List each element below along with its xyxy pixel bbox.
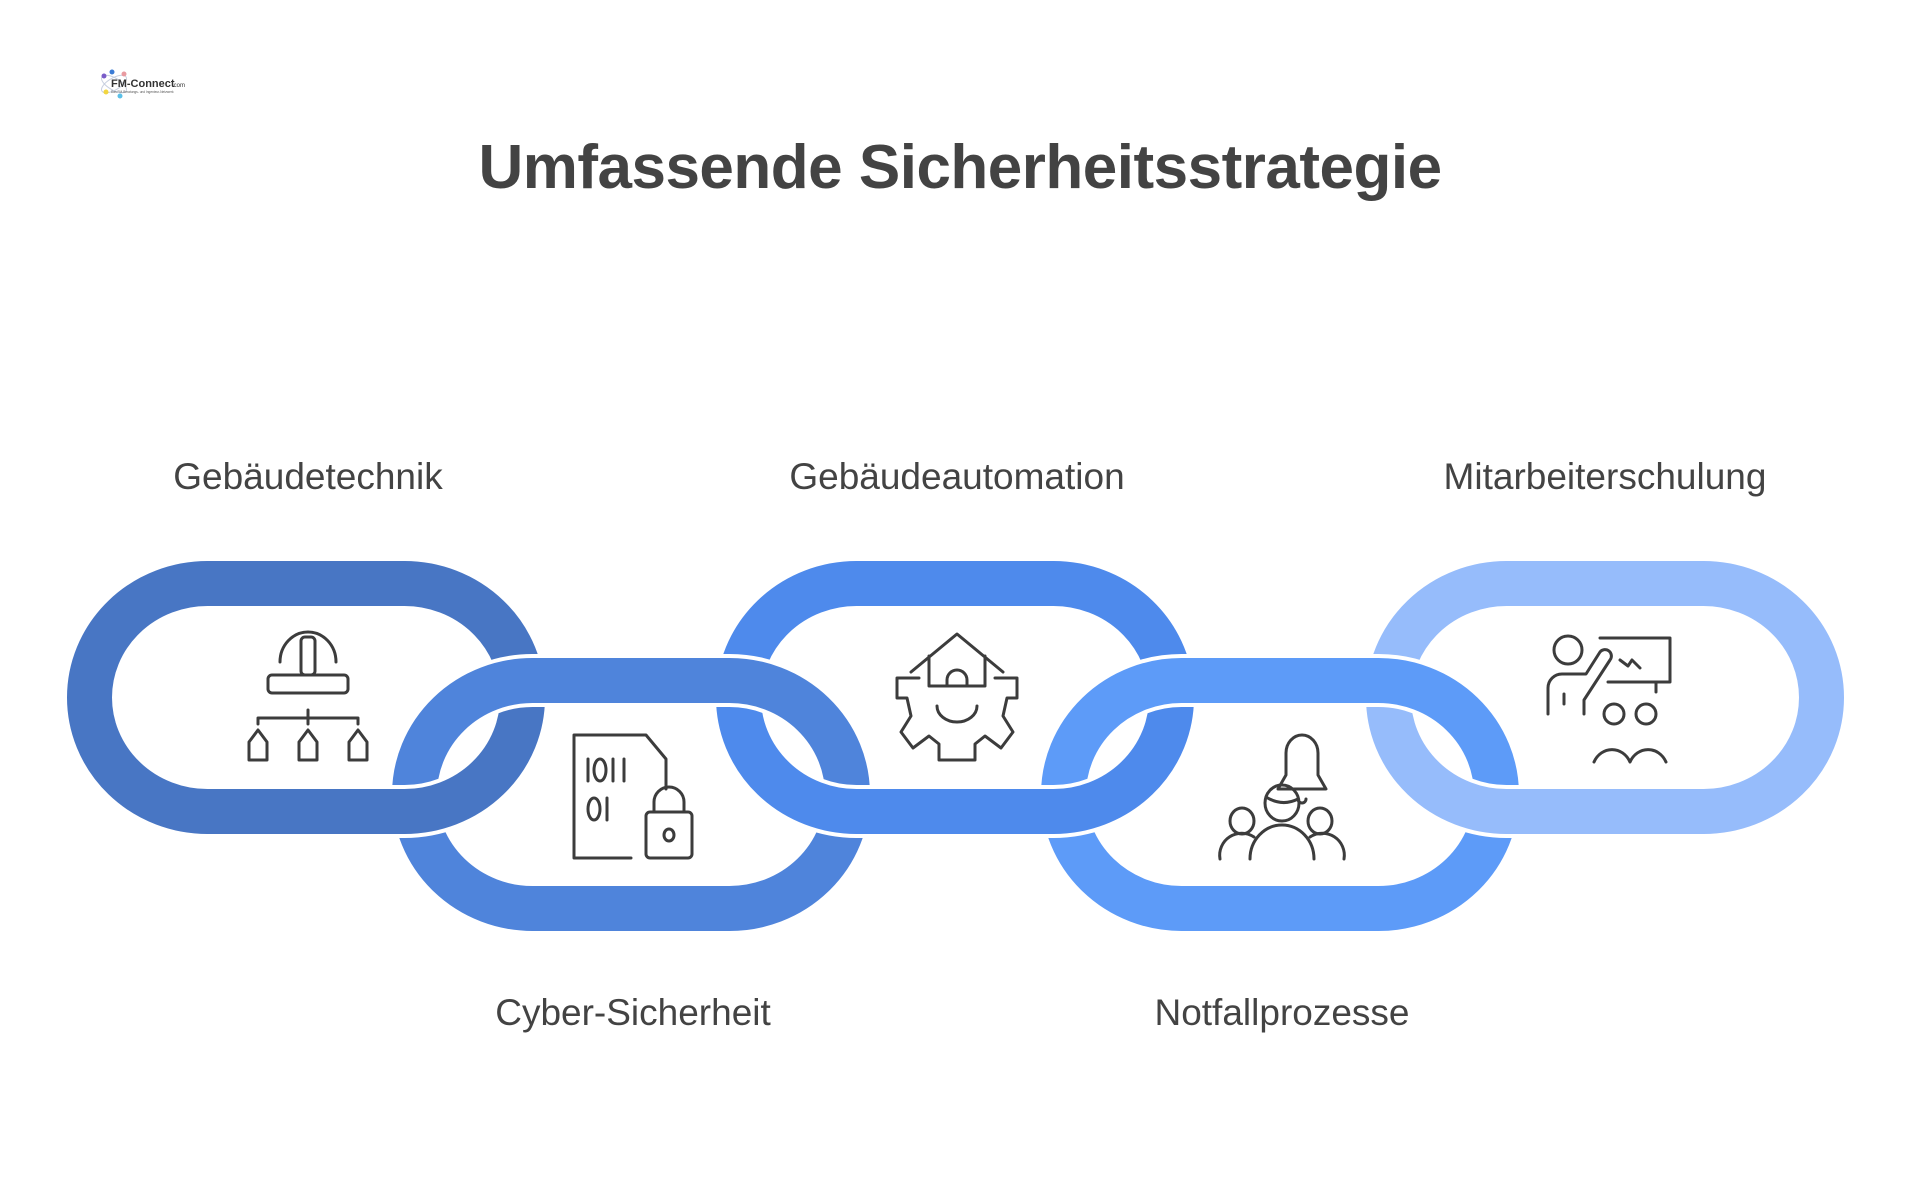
svg-text:.com: .com — [172, 83, 185, 89]
house-gear-icon — [895, 632, 1019, 762]
trainer-audience-icon — [1546, 634, 1672, 764]
chain-link-3-overlap — [714, 722, 1196, 838]
svg-text:Das FM-Beratungs- und Ingenieu: Das FM-Beratungs- und Ingenieur-Netzwerk — [111, 90, 174, 94]
svg-text:FM-Connect: FM-Connect — [111, 78, 175, 90]
chain-link-5-overlap — [1364, 722, 1846, 838]
bell-people-icon — [1218, 733, 1346, 861]
chain-link-1-overlap — [65, 722, 547, 838]
label-gebaeudeautomation: Gebäudeautomation — [789, 456, 1125, 497]
label-notfallprozesse: Notfallprozesse — [1154, 992, 1410, 1033]
label-gebaeudetechnik: Gebäudetechnik — [173, 456, 443, 497]
page-title: Umfassende Sicherheitsstrategie — [478, 133, 1442, 202]
hardhat-hierarchy-icon — [247, 630, 369, 762]
binary-file-lock-icon — [572, 733, 694, 860]
label-cyber-sicherheit: Cyber-Sicherheit — [495, 992, 771, 1033]
logo: FM-Connect .com Das FM-Beratungs- und In… — [98, 64, 188, 109]
label-mitarbeiterschulung: Mitarbeiterschulung — [1443, 456, 1767, 497]
